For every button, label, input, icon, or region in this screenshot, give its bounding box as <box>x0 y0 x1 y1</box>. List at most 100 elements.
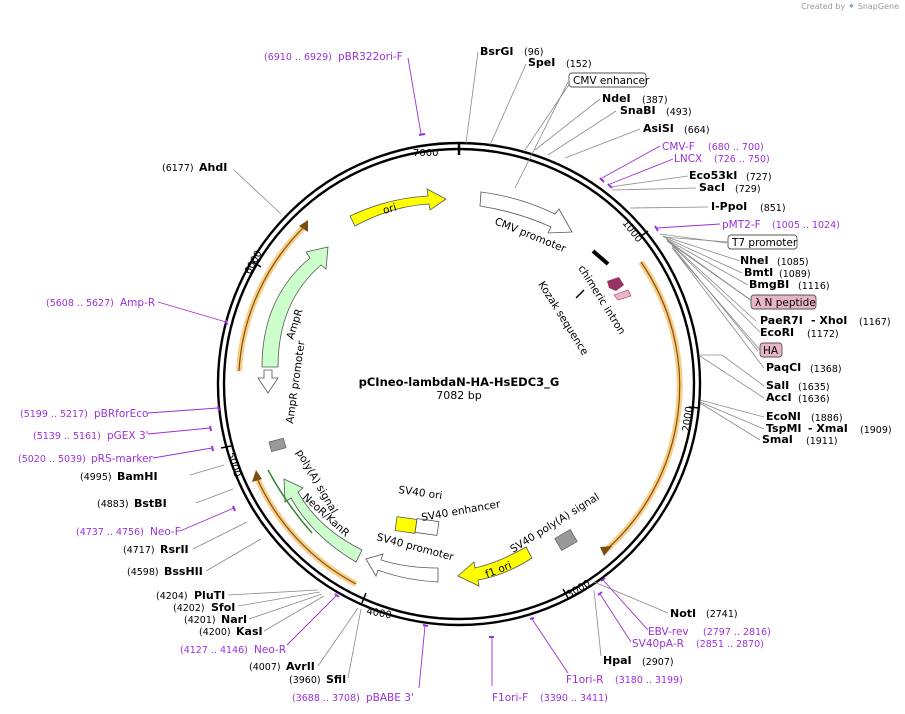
enzyme-bmgbi: BmgBI <box>749 278 789 291</box>
primer-f1ori-r: F1ori-R <box>566 674 603 686</box>
feature-ori: ori <box>349 188 447 227</box>
enzyme-acci-pos: (1636) <box>798 394 830 405</box>
primer-f1ori-f-pos: (3390 .. 3411) <box>540 693 608 704</box>
primer-amp-r-pos: (5608 .. 5627) <box>46 298 114 309</box>
enzyme-saci-pos: (729) <box>735 184 761 195</box>
enzyme-acci: AccI <box>766 391 792 404</box>
feature-cmv-promoter: CMV promoter <box>479 191 573 255</box>
primer-labels: (6910 .. 6929) pBR322ori-F CMV-F (680 ..… <box>18 51 840 704</box>
enzyme-bsshii: BssHII <box>164 565 203 578</box>
plasmid-name: pCIneo-lambdaN-HA-HsEDC3_G <box>359 375 560 390</box>
enzyme-snabi-pos: (493) <box>666 107 692 118</box>
primer-marks <box>209 133 659 638</box>
enzyme-bamhi-pos: (4995) <box>80 472 112 483</box>
snapgene-name: SnapGene <box>857 2 899 11</box>
enzyme-nari-pos: (4201) <box>184 615 216 626</box>
f1-ori-label: f1 ori <box>484 559 514 580</box>
primer-prs-marker: pRS-marker <box>91 453 154 465</box>
enzyme-bstbi-pos: (4883) <box>97 499 129 510</box>
primer-ebv-rev: EBV-rev <box>648 626 689 638</box>
sv40-enhancer-label: SV40 enhancer <box>420 498 501 524</box>
enzyme-nari: NarI <box>221 613 247 626</box>
primer-sv40pa-r-pos: (2851 .. 2870) <box>696 639 764 650</box>
primer-ebv-rev-pos: (2797 .. 2816) <box>703 627 771 638</box>
primer-neo-f: Neo-F <box>150 526 181 538</box>
primer-neo-r: Neo-R <box>254 644 286 656</box>
primer-cmv-f: CMV-F <box>662 141 695 153</box>
cmv-enhancer-box: CMV enhancer <box>573 75 650 87</box>
tick-label-2000: 2000 <box>681 406 695 433</box>
enzyme-pluti-pos: (4204) <box>156 591 188 602</box>
tick-label-1000: 1000 <box>620 218 644 245</box>
enzyme-hpai: HpaI <box>603 654 632 667</box>
enzyme-ndei: NdeI <box>602 92 631 105</box>
enzyme-xhoi: - XhoI <box>811 314 847 327</box>
orf-arcs <box>236 220 683 587</box>
primer-pbabe3-pos: (3688 .. 3708) <box>292 693 360 704</box>
enzyme-ecori-pos: (1172) <box>807 329 839 340</box>
primer-pgex3: pGEX 3' <box>107 430 149 442</box>
enzyme-sfoi-pos: (4202) <box>173 603 205 614</box>
lambda-n-peptide-box: λ N peptide <box>755 297 816 309</box>
enzyme-asisi-pos: (664) <box>684 125 710 136</box>
enzyme-bstbi: BstBI <box>134 497 167 510</box>
t7-promoter-box: T7 promoter <box>731 237 798 249</box>
snapgene-logo-icon: ✦ <box>847 2 856 12</box>
enzyme-bmti: BmtI <box>744 266 773 279</box>
enzyme-smai: SmaI <box>762 433 793 446</box>
feature-boxes: CMV enhancer T7 promoter λ N peptide HA <box>568 72 817 358</box>
primer-pbabe3: pBABE 3' <box>366 692 414 704</box>
enzyme-rsrii: RsrII <box>160 543 189 556</box>
primer-pbr322ori-f: pBR322ori-F <box>338 51 403 63</box>
primer-lncx: LNCX <box>674 153 702 165</box>
enzyme-spei-pos: (152) <box>566 59 592 70</box>
enzyme-xmai-pos: (1909) <box>860 425 892 436</box>
enzyme-paqci: PaqCI <box>766 361 801 374</box>
primer-leaders <box>147 57 721 689</box>
feature-f1-ori: f1 ori <box>457 546 533 587</box>
enzyme-nhei-pos: (1085) <box>777 257 809 268</box>
primer-amp-r: Amp-R <box>120 297 155 309</box>
primer-pbrforeco-pos: (5199 .. 5217) <box>20 409 88 420</box>
enzyme-xhoi-pos: (1167) <box>859 317 891 328</box>
enzyme-labels-left: (6177) AhdI (4995) BamHI (4883) BstBI (4… <box>80 161 346 686</box>
sv40-promoter-label: SV40 promoter <box>375 531 455 563</box>
enzyme-hpai-pos: (2907) <box>642 657 674 668</box>
enzyme-bsrgi-pos: (96) <box>524 47 544 58</box>
tick-label-6000: 6000 <box>243 249 265 277</box>
feature-kozak: Kozak sequence <box>535 279 590 357</box>
enzyme-sali: SalI <box>766 379 789 392</box>
sv40-ori-label: SV40 ori <box>398 484 443 502</box>
enzyme-noti: NotI <box>670 607 696 620</box>
enzyme-econi: EcoNI <box>766 410 801 423</box>
enzyme-sfii-pos: (3960) <box>289 675 321 686</box>
enzyme-ahdi-pos: (6177) <box>162 163 194 174</box>
enzyme-kasi-pos: (4200) <box>199 627 231 638</box>
enzyme-tspmi: TspMI <box>766 422 802 435</box>
primer-sv40pa-r: SV40pA-R <box>632 638 684 650</box>
enzyme-kasi: KasI <box>236 625 263 638</box>
chimeric-intron-label: chimeric intron <box>575 263 627 337</box>
enzyme-pluti: PluTI <box>194 589 225 602</box>
enzyme-xmai: - XmaI <box>808 422 848 435</box>
tick-label-5000: 5000 <box>225 451 242 478</box>
primer-pbrforeco: pBRforEco <box>94 408 148 420</box>
enzyme-ndei-pos: (387) <box>642 95 668 106</box>
enzyme-ahdi: AhdI <box>199 161 227 174</box>
enzyme-i-ppoi: I-PpoI <box>711 200 747 213</box>
enzyme-nhei: NheI <box>740 254 769 267</box>
enzyme-rsrii-pos: (4717) <box>123 545 155 556</box>
primer-pmt2-f: pMT2-F <box>722 219 761 231</box>
primer-cmv-f-pos: (680 .. 700) <box>708 142 764 153</box>
tick-label-3000: 3000 <box>565 578 593 600</box>
enzyme-bmti-pos: (1089) <box>779 269 811 280</box>
plasmid-size: 7082 bp <box>436 389 481 402</box>
enzyme-avrii-pos: (4007) <box>249 662 281 673</box>
tick-label-7000: 7000 <box>413 148 438 159</box>
primer-prs-marker-pos: (5020 .. 5039) <box>18 454 86 465</box>
ori-label: ori <box>382 202 398 217</box>
enzyme-paer7i: PaeR7I <box>760 314 803 327</box>
enzyme-sfii: SfiI <box>326 673 346 686</box>
primer-pmt2-f-pos: (1005 .. 1024) <box>772 220 840 231</box>
